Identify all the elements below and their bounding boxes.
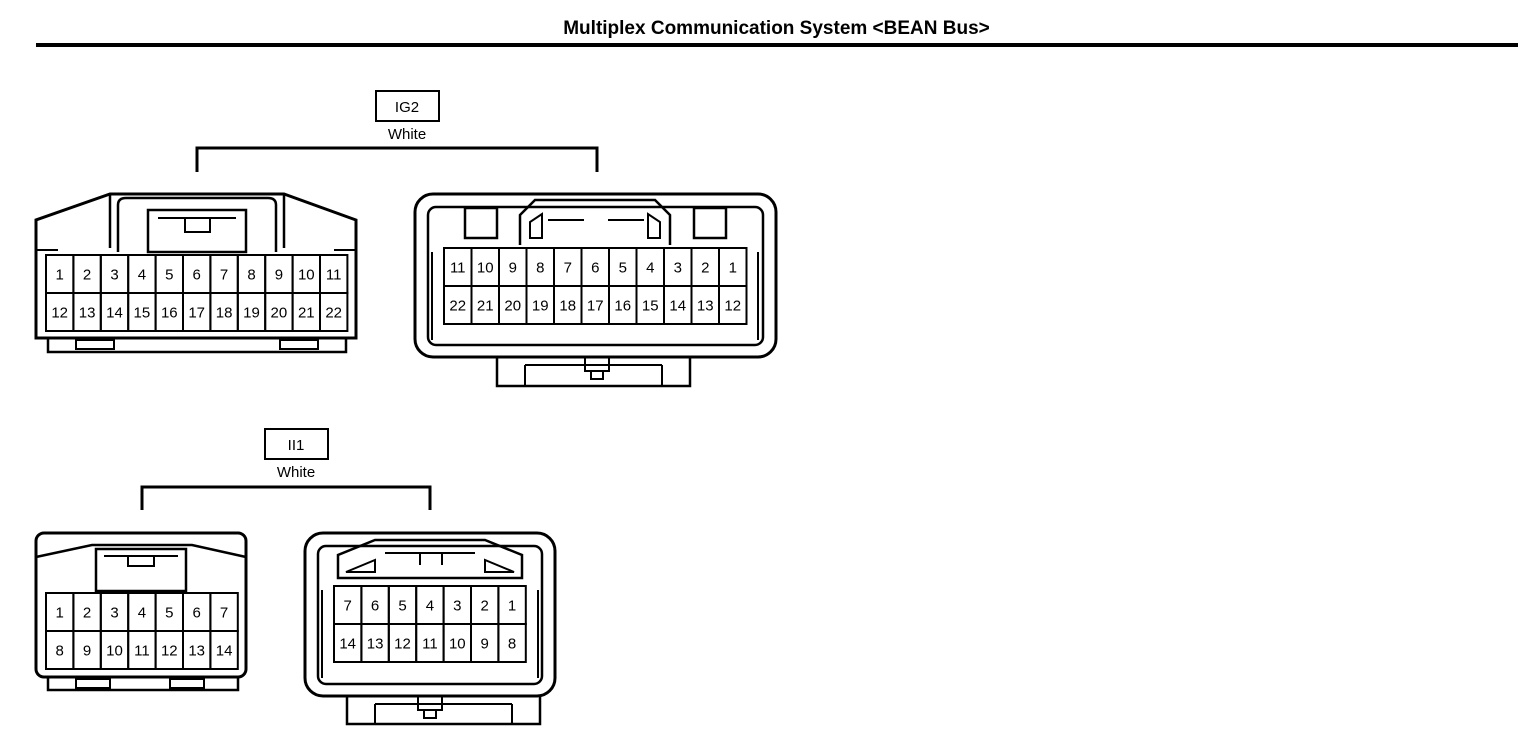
pin-number: 1: [508, 598, 516, 615]
pin-number: 10: [298, 267, 315, 284]
pin-number: 22: [449, 298, 466, 315]
pin-number: 5: [165, 267, 173, 284]
pin-number: 4: [426, 598, 434, 615]
pin-number: 10: [106, 643, 123, 660]
pin-number: 9: [275, 267, 283, 284]
pin-number: 21: [298, 305, 315, 322]
pin-number: 20: [271, 305, 288, 322]
pair-bracket: [195, 146, 599, 172]
female-connector-housing: [303, 531, 557, 726]
pin-number: 21: [477, 298, 494, 315]
pin-number: 18: [216, 305, 233, 322]
pin-number: 16: [161, 305, 178, 322]
pin-number: 17: [587, 298, 604, 315]
pin-number: 14: [339, 636, 356, 653]
pin-number: 5: [398, 598, 406, 615]
pin-number: 6: [193, 267, 201, 284]
pin-number: 14: [216, 643, 233, 660]
pin-number: 13: [367, 636, 384, 653]
pin-number: 15: [642, 298, 659, 315]
pin-number: 12: [161, 643, 178, 660]
pin-number: 4: [646, 260, 654, 277]
pin-number: 12: [51, 305, 68, 322]
pin-number: 8: [247, 267, 255, 284]
pin-cell: [718, 285, 748, 325]
female-connector-housing: [413, 192, 778, 388]
pin-number: 7: [344, 598, 352, 615]
pin-number: 13: [697, 298, 714, 315]
pin-number: 3: [453, 598, 461, 615]
pin-number: 1: [729, 260, 737, 277]
pin-number: 17: [188, 305, 205, 322]
connector-code: IG2: [395, 99, 419, 116]
pin-number: 3: [110, 605, 118, 622]
pin-number: 10: [477, 260, 494, 277]
pin-number: 3: [110, 267, 118, 284]
pin-number: 14: [106, 305, 123, 322]
pin-number: 4: [138, 605, 146, 622]
connector-code-box: [264, 428, 329, 460]
pin-number: 22: [325, 305, 342, 322]
title-rule: [36, 43, 1518, 47]
pin-number: 2: [83, 267, 91, 284]
pair-bracket: [140, 485, 432, 510]
pin-number: 1: [56, 267, 64, 284]
female-pin-grid: 7 6 5 4 3 2 1 14 13 12 11 10 9 8: [333, 585, 527, 663]
pin-number: 6: [371, 598, 379, 615]
pin-number: 1: [56, 605, 64, 622]
pin-cell: [319, 292, 349, 332]
pin-number: 10: [449, 636, 466, 653]
male-connector-housing: [34, 531, 248, 692]
pin-number: 11: [134, 643, 150, 660]
pin-number: 9: [83, 643, 91, 660]
pin-number: 2: [481, 598, 489, 615]
pin-number: 11: [326, 267, 342, 284]
pin-number: 5: [165, 605, 173, 622]
pin-number: 8: [536, 260, 544, 277]
pin-number: 8: [56, 643, 64, 660]
pin-number: 8: [508, 636, 516, 653]
connector-color: White: [277, 464, 315, 481]
pin-number: 7: [564, 260, 572, 277]
pin-number: 2: [83, 605, 91, 622]
pin-number: 2: [701, 260, 709, 277]
pin-number: 11: [422, 636, 438, 653]
pin-number: 12: [724, 298, 741, 315]
pin-number: 5: [619, 260, 627, 277]
pin-number: 7: [220, 267, 228, 284]
pin-cell: [497, 623, 527, 663]
connector-color: White: [388, 126, 426, 143]
pin-number: 16: [614, 298, 631, 315]
pin-number: 7: [220, 605, 228, 622]
pin-number: 19: [243, 305, 260, 322]
connector-code-box: [375, 90, 440, 122]
connector-code: II1: [288, 437, 305, 454]
pin-number: 15: [134, 305, 151, 322]
pin-number: 11: [450, 260, 466, 277]
pin-number: 12: [394, 636, 411, 653]
pin-number: 6: [193, 605, 201, 622]
pin-number: 9: [481, 636, 489, 653]
pin-number: 13: [79, 305, 96, 322]
pin-number: 13: [188, 643, 205, 660]
pin-number: 19: [532, 298, 549, 315]
pin-number: 6: [591, 260, 599, 277]
pin-number: 9: [509, 260, 517, 277]
pin-number: 4: [138, 267, 146, 284]
pin-number: 20: [504, 298, 521, 315]
male-connector-housing: [34, 192, 358, 354]
pin-number: 3: [674, 260, 682, 277]
pin-number: 18: [559, 298, 576, 315]
pin-number: 14: [669, 298, 686, 315]
page-title: Multiplex Communication System <BEAN Bus…: [563, 18, 990, 39]
pin-cell: [209, 630, 239, 670]
